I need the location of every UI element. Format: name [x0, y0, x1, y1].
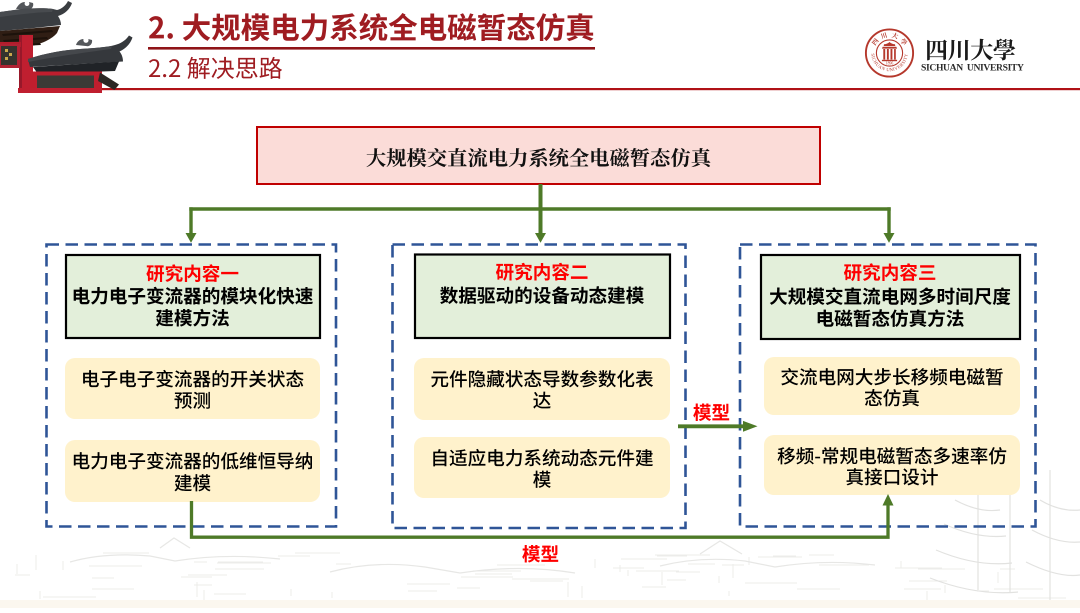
svg-text:1896: 1896	[886, 61, 894, 65]
svg-text:SICHUAN UNIVERSITY: SICHUAN UNIVERSITY	[921, 62, 1024, 73]
